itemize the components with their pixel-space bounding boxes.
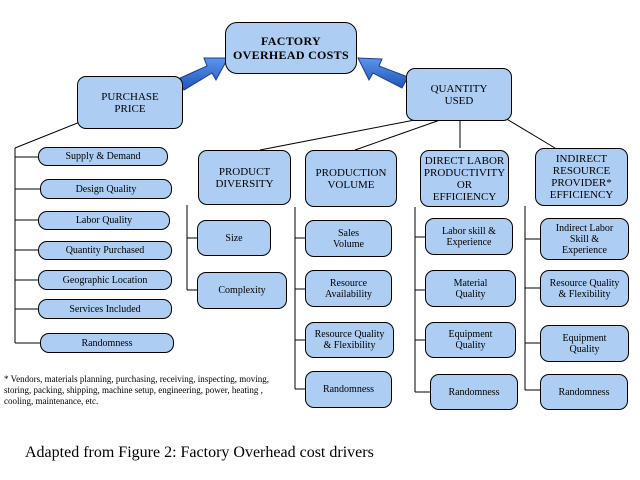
purchase-item-design-quality: Design Quality bbox=[40, 179, 172, 199]
purchase-item-labor-quality: Labor Quality bbox=[38, 211, 170, 230]
purchase-item-services-included: Services Included bbox=[38, 299, 172, 319]
left-block-arrow bbox=[177, 57, 229, 91]
purchase-item-supply-demand: Supply & Demand bbox=[38, 147, 168, 166]
direct-labor-item-equipment-quality: Equipment Quality bbox=[425, 322, 516, 358]
category-production-volume: PRODUCTION VOLUME bbox=[305, 150, 397, 207]
product-diversity-item-complexity: Complexity bbox=[197, 272, 287, 309]
direct-labor-item-material-quality: Material Quality bbox=[425, 270, 516, 307]
purchase-connectors bbox=[14, 117, 91, 344]
right-block-arrow bbox=[357, 57, 409, 89]
figure-caption: Adapted from Figure 2: Factory Overhead … bbox=[25, 444, 374, 461]
quantity-used-node: QUANTITY USED bbox=[406, 68, 512, 121]
category-indirect-resource-provider: INDIRECT RESOURCE PROVIDER* EFFICIENCY bbox=[535, 148, 628, 206]
indirect-item-resource-quality: Resource Quality & Flexibility bbox=[540, 270, 629, 307]
production-volume-item-sales-volume: Sales Volume bbox=[305, 220, 392, 257]
direct-labor-item-labor-skill: Labor skill & Experience bbox=[425, 218, 513, 255]
indirect-item-randomness: Randomness bbox=[540, 374, 628, 410]
purchase-item-randomness: Randomness bbox=[40, 333, 174, 353]
production-volume-item-resource-quality: Resource Quality & Flexibility bbox=[305, 322, 394, 358]
category-direct-labor-productivity: DIRECT LABOR PRODUCTIVITY OR EFFICIENCY bbox=[420, 150, 509, 207]
direct-labor-item-randomness: Randomness bbox=[430, 374, 518, 410]
quantity-used-label: QUANTITY USED bbox=[430, 82, 488, 107]
footnote: * Vendors, materials planning, purchasin… bbox=[4, 374, 270, 406]
product-diversity-item-size: Size bbox=[197, 220, 271, 256]
purchase-item-geographic-location: Geographic Location bbox=[38, 270, 172, 290]
purchase-price-label: PURCHASE PRICE bbox=[101, 90, 159, 115]
purchase-price-node: PURCHASE PRICE bbox=[77, 76, 183, 129]
category-product-diversity: PRODUCT DIVERSITY bbox=[198, 150, 291, 205]
quantity-connectors bbox=[259, 117, 556, 151]
factory-overhead-costs-node: FACTORY OVERHEAD COSTS bbox=[225, 22, 357, 74]
indirect-item-equipment-quality: Equipment Quality bbox=[540, 325, 629, 362]
category-connectors bbox=[186, 205, 540, 393]
indirect-item-labor-skill: Indirect Labor Skill & Experience bbox=[540, 218, 629, 260]
purchase-item-quantity-purchased: Quantity Purchased bbox=[38, 241, 172, 260]
factory-overhead-costs-label: FACTORY OVERHEAD COSTS bbox=[233, 34, 349, 62]
production-volume-item-resource-availability: Resource Availability bbox=[305, 270, 392, 307]
production-volume-item-randomness: Randomness bbox=[305, 371, 392, 408]
